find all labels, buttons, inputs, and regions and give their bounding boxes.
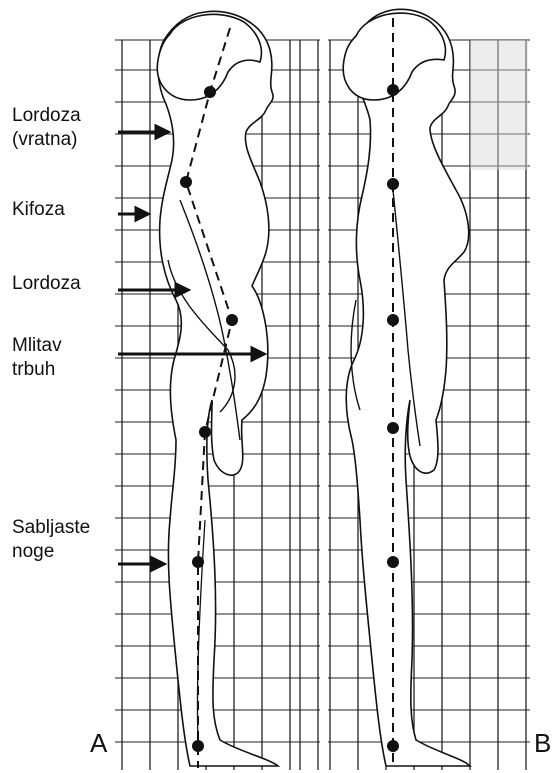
panel-label-a: A <box>90 728 107 759</box>
label-lordoza: Lordoza <box>12 272 81 296</box>
label-mlitav-trbuh: Mlitav trbuh <box>12 334 62 382</box>
panel-label-b: B <box>534 728 551 759</box>
label-sabljaste-noge: Sabljaste noge <box>12 516 90 564</box>
label-lordoza-vratna-line2: (vratna) <box>12 128 81 152</box>
label-kifoza: Kifoza <box>12 198 65 222</box>
label-sabljaste-line2: noge <box>12 540 90 564</box>
label-sabljaste-line1: Sabljaste <box>12 516 90 540</box>
figure-a-silhouette <box>158 11 278 766</box>
label-mlitav-line2: trbuh <box>12 358 62 382</box>
label-lordoza-vratna-line1: Lordoza <box>12 104 81 128</box>
figure-b-silhouette <box>346 9 470 766</box>
scan-shading <box>470 40 528 170</box>
label-lordoza-vratna: Lordoza (vratna) <box>12 104 81 152</box>
label-mlitav-line1: Mlitav <box>12 334 62 358</box>
